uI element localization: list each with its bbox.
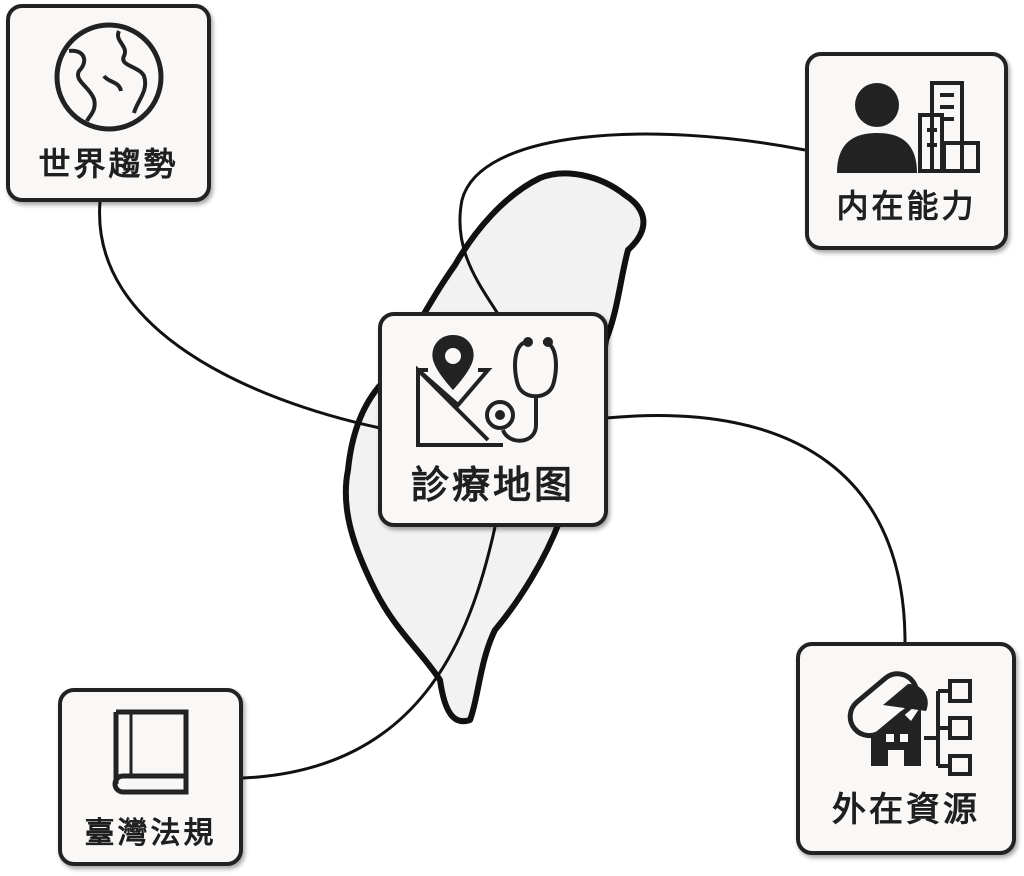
node-world-trends[interactable]: 世界趨勢 [6, 4, 211, 202]
connector-world [98, 201, 381, 430]
node-center-diagnosis-map[interactable]: 診療地图 [378, 312, 608, 527]
connector-internal [458, 132, 806, 315]
book-icon [112, 709, 188, 795]
node-external-resources[interactable]: 外在資源 [796, 642, 1016, 855]
center-label: 診療地图 [410, 463, 575, 507]
node-taiwan-law[interactable]: 臺灣法規 [58, 688, 243, 866]
node-label: 世界趨勢 [38, 145, 179, 183]
node-label: 外在資源 [832, 790, 980, 830]
pill-building-network-icon [847, 671, 972, 776]
connector-law [242, 526, 497, 780]
person-building-icon [836, 81, 980, 173]
connector-external [605, 414, 907, 643]
node-label: 臺灣法規 [84, 816, 217, 851]
node-label: 内在能力 [836, 187, 977, 225]
node-internal-capability[interactable]: 内在能力 [805, 52, 1008, 250]
globe-icon [54, 22, 163, 132]
map-stethoscope-icon [416, 335, 558, 447]
